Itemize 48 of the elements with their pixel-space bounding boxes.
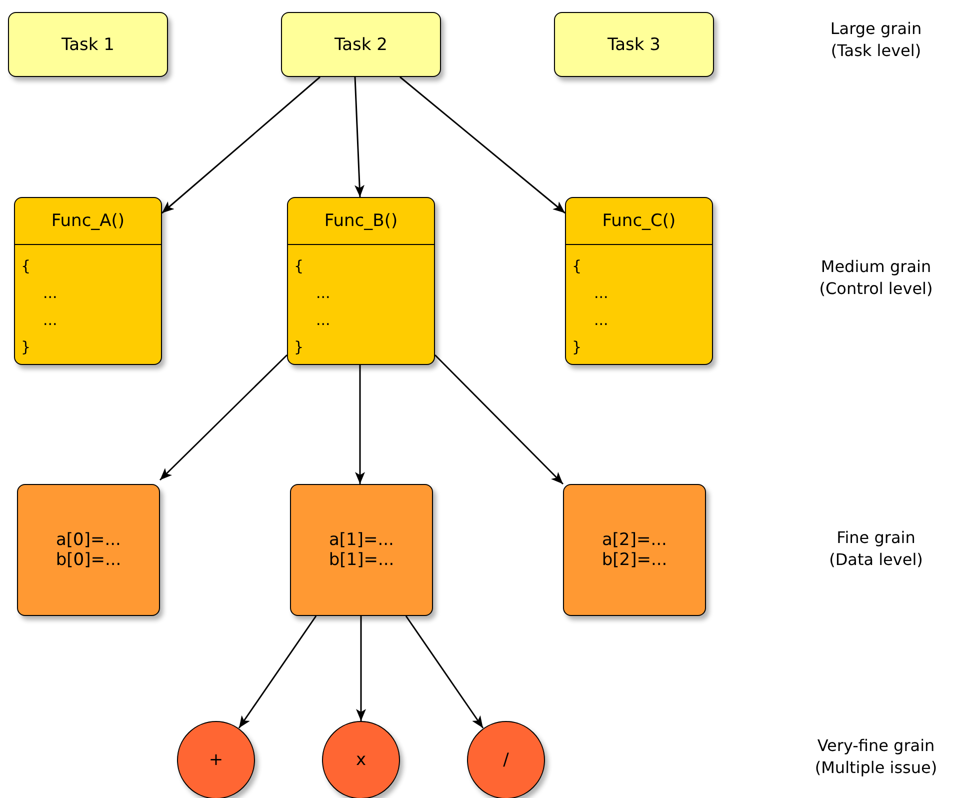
- arrow: [159, 354, 288, 481]
- operator-symbol: /: [503, 750, 509, 770]
- data-box: [563, 484, 706, 616]
- data-box: [17, 484, 160, 616]
- function-name: Func_C(): [602, 211, 676, 231]
- assignment-text: a[0]=... b[0]=...: [56, 530, 122, 570]
- level-label: Very-fine grain (Multiple issue): [814, 735, 938, 779]
- function-name: Func_B(): [324, 211, 398, 231]
- arrow: [434, 354, 564, 485]
- operator-symbol: x: [356, 750, 366, 770]
- code-line: ...: [594, 311, 608, 329]
- function-box: [565, 197, 713, 365]
- task-box: [554, 12, 714, 77]
- task-box: [8, 12, 168, 77]
- arrow: [400, 76, 566, 214]
- level-label: Medium grain (Control level): [818, 256, 934, 300]
- task-name: Task 1: [62, 34, 114, 54]
- arrow: [356, 616, 366, 721]
- operation-circle: [467, 721, 545, 798]
- code-line: }: [294, 338, 304, 356]
- data-box: [290, 484, 433, 616]
- function-box: [14, 197, 162, 365]
- task-name: Task 2: [334, 34, 388, 54]
- code-line: }: [572, 338, 582, 356]
- task-box: [281, 12, 441, 77]
- code-line: ...: [316, 311, 330, 329]
- level-label: Large grain (Task level): [829, 18, 923, 62]
- code-line: ...: [594, 284, 608, 302]
- assignment-text: a[2]=... b[2]=...: [602, 530, 668, 570]
- arrow: [405, 616, 484, 728]
- code-line: {: [572, 257, 582, 275]
- level-label: Fine grain (Data level): [828, 527, 924, 571]
- code-line: {: [21, 257, 31, 275]
- code-line: ...: [43, 284, 58, 302]
- function-name: Func_A(): [51, 211, 125, 231]
- arrow: [238, 616, 317, 728]
- code-line: ...: [316, 284, 330, 302]
- arrow: [354, 76, 364, 198]
- code-line: }: [21, 338, 31, 356]
- arrow: [162, 76, 320, 214]
- operation-circle: [177, 721, 255, 798]
- arrow: [355, 365, 365, 484]
- function-box: [287, 197, 435, 365]
- assignment-text: a[1]=... b[1]=...: [328, 530, 394, 570]
- operator-symbol: +: [208, 750, 224, 770]
- code-line: {: [294, 257, 304, 275]
- code-line: ...: [43, 311, 58, 329]
- task-name: Task 3: [608, 34, 660, 54]
